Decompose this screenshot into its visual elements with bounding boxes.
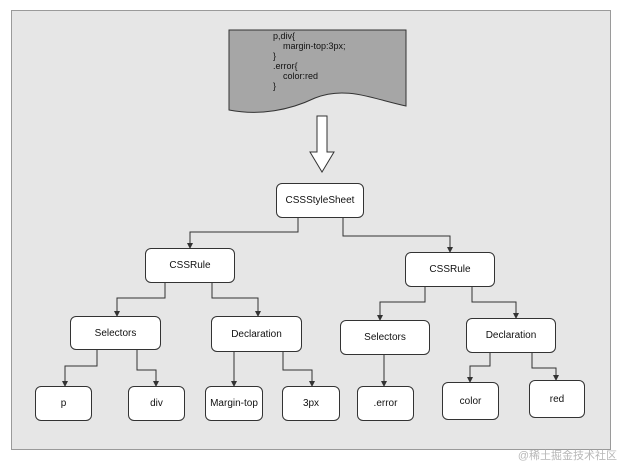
down-arrow-icon — [309, 115, 335, 173]
node-cssrule-right: CSSRule — [405, 252, 495, 287]
node-div: div — [128, 386, 185, 421]
code-snippet: p,div{ margin-top:3px; } .error{ color:r… — [273, 31, 346, 91]
edge-declaration-right-color — [467, 353, 491, 383]
edge-declaration-left-3px — [282, 352, 315, 387]
node-selectors-right: Selectors — [340, 320, 430, 355]
edge-root-rule-right — [342, 218, 453, 253]
node-red: red — [529, 380, 585, 418]
node-error: .error — [357, 386, 414, 421]
edge-rule-left-declaration — [211, 283, 261, 317]
edge-selectors-left-p — [62, 350, 98, 387]
edge-root-rule-left — [187, 218, 299, 249]
edge-rule-left-selectors — [114, 283, 166, 317]
node-color: color — [442, 382, 499, 420]
node-declaration-left: Declaration — [211, 316, 302, 352]
code-document-shape — [228, 29, 407, 113]
node-margin-top: Margin-top — [205, 386, 263, 421]
edge-selectors-left-div — [136, 350, 159, 387]
edge-rule-right-declaration — [471, 287, 519, 319]
node-cssstylesheet: CSSStyleSheet — [276, 183, 364, 218]
node-selectors-left: Selectors — [70, 316, 161, 350]
edge-declaration-right-red — [531, 353, 559, 381]
node-p: p — [35, 386, 92, 421]
node-cssrule-left: CSSRule — [145, 248, 235, 283]
watermark: @稀土掘金技术社区 — [517, 450, 617, 462]
edge-rule-right-selectors — [377, 287, 426, 321]
node-declaration-right: Declaration — [466, 318, 556, 353]
node-3px: 3px — [282, 386, 340, 421]
